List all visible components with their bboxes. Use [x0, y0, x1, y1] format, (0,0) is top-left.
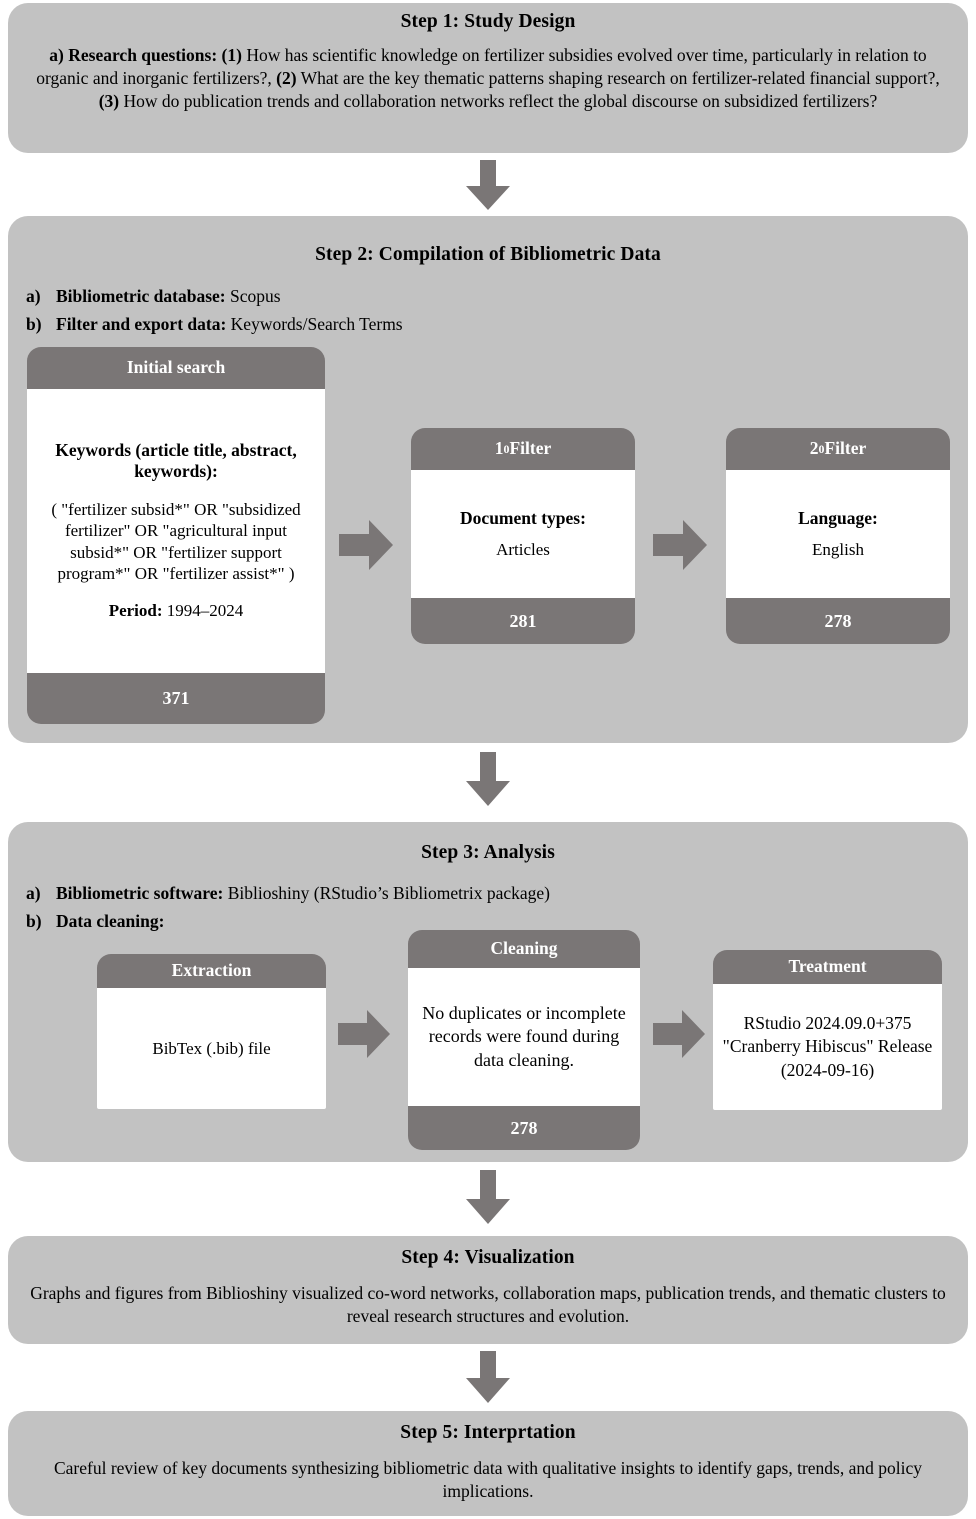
step-2-item-b: b) Filter and export data: Keywords/Sear… — [8, 312, 968, 337]
step-1-research-questions: a) Research questions: (1) How has scien… — [8, 44, 968, 113]
cleaning-count: 278 — [408, 1106, 640, 1150]
arrow-step3-to-step4 — [463, 1170, 513, 1226]
step-3-item-b-key: Data cleaning: — [56, 910, 165, 931]
extraction-body: BibTex (.bib) file — [97, 988, 326, 1109]
initial-search-keywords-label: Keywords (article title, abstract, keywo… — [55, 440, 297, 482]
filter-2-header-suffix: Filter — [824, 438, 867, 459]
step-2-panel: Step 2: Compilation of Bibliometric Data… — [8, 216, 968, 743]
step-4-title: Step 4: Visualization — [401, 1247, 575, 1268]
step-1-q2-text: What are the key thematic patterns shapi… — [300, 68, 940, 89]
treatment-header: Treatment — [713, 950, 942, 984]
initial-search-count: 371 — [27, 673, 325, 724]
step-3-item-a-key: Bibliometric software: — [56, 883, 224, 903]
step-2-item-a: a) Bibliometric database: Scopus — [8, 284, 968, 309]
filter-2-header-prefix: 2 — [809, 438, 819, 459]
step-4-body: Graphs and figures from Biblioshiny visu… — [30, 1283, 946, 1327]
step-3-item-b-marker: b) — [26, 910, 42, 931]
treatment-body: RStudio 2024.09.0+375 "Cranberry Hibiscu… — [713, 984, 942, 1110]
initial-search-query: ( "fertilizer subsid*" OR "subsidized fe… — [51, 499, 301, 584]
step-2-item-b-value: Keywords/Search Terms — [230, 313, 403, 334]
step-5-panel: Step 5: Interprtation Careful review of … — [8, 1411, 968, 1516]
treatment-text: RStudio 2024.09.0+375 "Cranberry Hibiscu… — [722, 1013, 933, 1080]
arrow-step1-to-step2 — [463, 160, 513, 212]
filter-1-header-prefix: 1 — [494, 438, 504, 459]
step-5-title: Step 5: Interprtation — [400, 1422, 576, 1443]
step-3-item-a-marker: a) — [26, 883, 41, 903]
filter-2-value: English — [812, 539, 864, 559]
initial-search-period: Period: 1994–2024 — [109, 600, 244, 621]
step-1-label: a) Research questions: — [49, 45, 218, 65]
cleaning-text: No duplicates or incomplete records were… — [422, 1002, 626, 1070]
step-3-item-b: b) Data cleaning: — [8, 909, 968, 934]
cleaning-body: No duplicates or incomplete records were… — [408, 968, 640, 1106]
step-3-item-a: a) Bibliometric software: Biblioshiny (R… — [8, 881, 968, 906]
filter-2-label: Language: — [798, 507, 878, 528]
extraction-card: Extraction BibTex (.bib) file — [97, 954, 326, 1109]
arrow-cleaning-to-treatment — [653, 1007, 707, 1061]
step-2-item-a-key: Bibliometric database: — [56, 286, 226, 306]
initial-search-period-value: 1994–2024 — [166, 601, 244, 621]
step-3-panel: Step 3: Analysis a) Bibliometric softwar… — [8, 822, 968, 1162]
initial-search-card: Initial search Keywords (article title, … — [27, 347, 325, 724]
cleaning-header: Cleaning — [408, 930, 640, 968]
arrow-extraction-to-cleaning — [338, 1007, 392, 1061]
step-1-q2-num: (2) — [276, 68, 297, 89]
step-3-item-a-value: Biblioshiny (RStudio’s Bibliometrix pack… — [227, 883, 550, 903]
filter-1-label: Document types: — [460, 507, 586, 528]
extraction-text: BibTex (.bib) file — [152, 1038, 271, 1058]
step-1-q1-num: (1) — [221, 45, 242, 65]
step-5-body: Careful review of key documents synthesi… — [53, 1458, 922, 1502]
step-2-item-b-marker: b) — [26, 313, 42, 334]
arrow-filter1-to-filter2 — [653, 517, 709, 573]
treatment-card: Treatment RStudio 2024.09.0+375 "Cranber… — [713, 950, 942, 1110]
filter-2-count: 278 — [726, 598, 950, 644]
arrow-search-to-filter1 — [339, 517, 395, 573]
step-4-panel: Step 4: Visualization Graphs and figures… — [8, 1236, 968, 1344]
step-3-title: Step 3: Analysis — [421, 842, 555, 863]
step-2-title: Step 2: Compilation of Bibliometric Data — [315, 244, 661, 265]
cleaning-card: Cleaning No duplicates or incomplete rec… — [408, 930, 640, 1150]
step-2-item-a-marker: a) — [26, 286, 41, 306]
initial-search-header: Initial search — [27, 347, 325, 389]
step-2-item-b-key: Filter and export data: — [56, 313, 227, 334]
step-1-q3-text: How do publication trends and collaborat… — [123, 91, 878, 112]
initial-search-period-label: Period: — [108, 601, 163, 621]
filter-1-value: Articles — [496, 539, 550, 559]
initial-search-body: Keywords (article title, abstract, keywo… — [27, 389, 325, 673]
step-1-q1-text: How has scientific knowledge on fertiliz… — [36, 45, 927, 89]
step-1-title: Step 1: Study Design — [400, 11, 576, 32]
step-2-item-a-value: Scopus — [230, 286, 281, 306]
filter-2-body: Language: English — [726, 470, 950, 598]
filter-1-count: 281 — [411, 598, 635, 644]
filter-1-body: Document types: Articles — [411, 470, 635, 598]
filter-1-header-suffix: Filter — [509, 438, 552, 459]
arrow-step2-to-step3 — [463, 752, 513, 808]
extraction-header: Extraction — [97, 954, 326, 988]
step-1-q3-num: (3) — [98, 91, 120, 112]
step-1-panel: Step 1: Study Design a) Research questio… — [8, 3, 968, 153]
arrow-step4-to-step5 — [463, 1351, 513, 1405]
